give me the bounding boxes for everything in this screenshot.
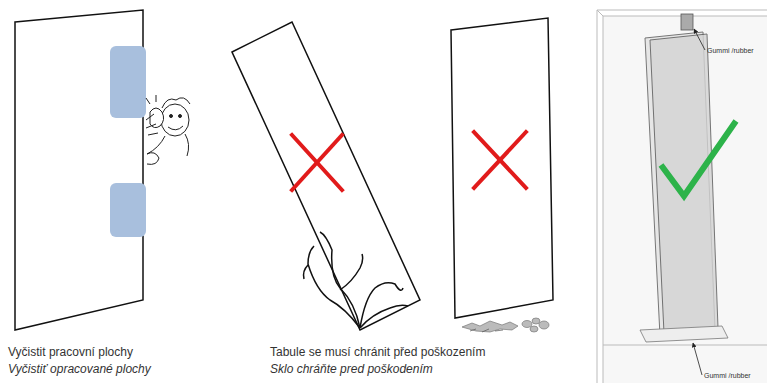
work-surface (110, 46, 146, 118)
wrong-mark (474, 132, 526, 188)
debris (462, 318, 549, 332)
correct-mark (661, 121, 736, 196)
part-label: Gummi /rubber (704, 372, 751, 380)
leader-line (693, 343, 702, 375)
caption-text: Vyčistit pracovní plochy (8, 345, 133, 359)
wall (597, 10, 767, 383)
caption-text: Tabule se musí chránit před poškozením (270, 345, 485, 359)
work-surface (110, 183, 146, 237)
glass-pane-debris (451, 18, 553, 332)
glass-pane-correct (640, 14, 736, 375)
caption-text: Vyčistiť opracované plochy (8, 362, 151, 376)
wrong-mark (292, 135, 342, 190)
leader-line (694, 29, 705, 50)
worker-figure (146, 95, 190, 164)
glass-pane-clean (15, 10, 146, 330)
rubber-pad (640, 326, 728, 342)
part-label: Gummi /rubber (707, 47, 754, 55)
crack-lines (304, 232, 409, 328)
rubber-pad (681, 14, 693, 30)
glass-pane-tilted (232, 22, 420, 330)
caption-text: Sklo chráňte pred poškodením (270, 362, 433, 376)
